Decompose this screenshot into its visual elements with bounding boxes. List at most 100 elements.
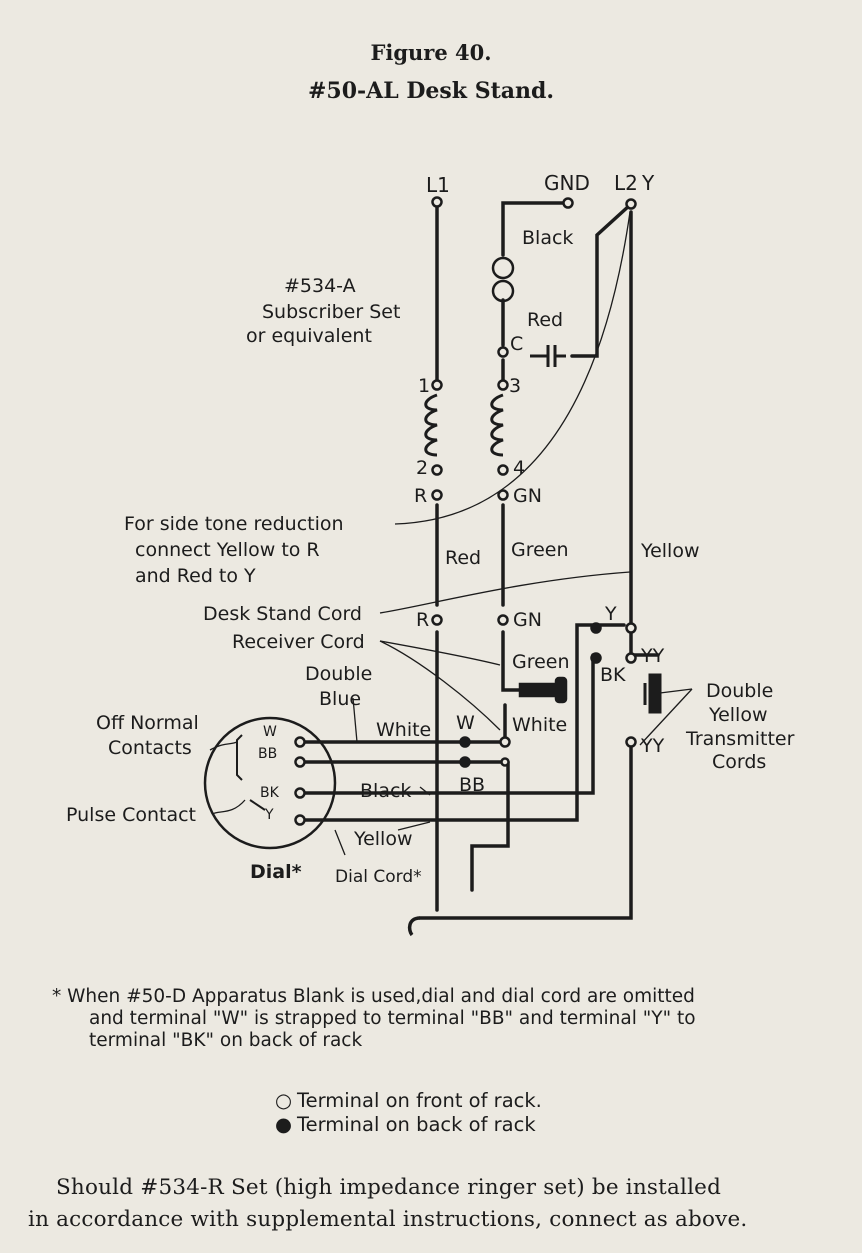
label-white-receiver: White xyxy=(512,714,567,736)
filled-circle-icon: ● xyxy=(275,1113,293,1136)
subscriber-set-line-1: #534-A xyxy=(284,275,356,297)
terminal-3 xyxy=(497,379,509,391)
thin-leaders xyxy=(209,211,693,856)
wiring-diagram: L1 GND L2 Y Black Red C #534-A Subscribe… xyxy=(66,171,795,937)
label-bb: BB xyxy=(459,774,485,796)
label-r-bottom: R xyxy=(416,609,429,631)
label-y: Y xyxy=(604,603,617,625)
subscriber-set-line-3: or equivalent xyxy=(246,325,372,347)
terminal-2 xyxy=(431,464,443,476)
label-yy-bottom: YY xyxy=(640,735,665,757)
receiver xyxy=(518,676,568,704)
label-gnd: GND xyxy=(544,171,590,195)
gnd-wire xyxy=(501,201,568,257)
bb-rack-wire xyxy=(470,760,510,892)
terminal-l2 xyxy=(625,198,637,210)
label-l2: L2 xyxy=(614,171,638,195)
dial-terminal-w xyxy=(294,736,306,748)
dial-label-bk: BK xyxy=(260,785,280,801)
transmitter-line-4: Cords xyxy=(712,751,766,773)
terminal-bk-rack xyxy=(590,652,602,664)
capacitor-wire xyxy=(570,203,632,358)
label-white: White xyxy=(376,719,431,741)
footer-line-1: Should #534-R Set (high impedance ringer… xyxy=(56,1175,722,1200)
off-normal-line-1: Off Normal xyxy=(96,712,199,734)
label-terminal-1: 1 xyxy=(418,375,430,397)
transmitter-line-3: Transmitter xyxy=(685,728,795,750)
label-l1: L1 xyxy=(426,173,450,197)
legend-back: ●Terminal on back of rack xyxy=(275,1113,536,1136)
terminal-c xyxy=(497,346,509,358)
terminals xyxy=(294,196,637,826)
terminal-gnd xyxy=(562,197,574,209)
transmitter-line-2: Yellow xyxy=(708,704,768,726)
induction-coil-left xyxy=(424,393,438,457)
label-red-top: Red xyxy=(527,309,563,331)
label-w: W xyxy=(456,712,475,734)
off-normal-line-2: Contacts xyxy=(108,737,192,759)
label-dial: Dial* xyxy=(250,861,302,883)
dial-label-bb: BB xyxy=(258,746,277,762)
label-terminal-4: 4 xyxy=(513,457,525,479)
terminal-gn-top xyxy=(497,489,509,501)
dial-terminal-bb xyxy=(294,756,306,768)
ringer-coils xyxy=(491,256,515,303)
terminal-gn-bottom xyxy=(497,614,509,626)
label-green: Green xyxy=(511,539,569,561)
legend-front-text: Terminal on front of rack. xyxy=(297,1089,542,1112)
dial-terminal-bk xyxy=(294,787,306,799)
terminal-bb-end xyxy=(500,757,510,767)
label-gn-bottom: GN xyxy=(513,609,542,631)
label-receiver-cord: Receiver Cord xyxy=(232,631,365,653)
side-tone-line-1: For side tone reduction xyxy=(124,513,344,535)
label-terminal-2: 2 xyxy=(416,457,428,479)
terminal-l1 xyxy=(431,196,443,208)
footnote-line-3: terminal "BK" on back of rack xyxy=(89,1030,363,1051)
label-green-receiver: Green xyxy=(512,651,570,673)
open-circle-icon: ○ xyxy=(275,1089,293,1112)
terminal-4 xyxy=(497,464,509,476)
dial-circle xyxy=(203,716,337,850)
label-terminal-3: 3 xyxy=(509,375,521,397)
label-c: C xyxy=(510,333,523,355)
figure-title: #50-AL Desk Stand. xyxy=(307,78,555,104)
yy-wire xyxy=(418,740,633,920)
legend-back-text: Terminal on back of rack xyxy=(297,1113,536,1136)
transmitter-line-1: Double xyxy=(706,680,773,702)
green-receiver-wire xyxy=(501,630,522,692)
induction-coil-right xyxy=(490,393,504,457)
label-black-dial: Black xyxy=(360,780,411,802)
footnote-line-2: and terminal "W" is strapped to terminal… xyxy=(89,1008,696,1029)
terminal-1 xyxy=(431,379,443,391)
transmitter xyxy=(643,673,662,714)
terminal-white xyxy=(499,736,511,748)
label-yy-top: YY xyxy=(640,645,665,667)
terminal-r-bottom xyxy=(431,614,443,626)
label-black: Black xyxy=(522,227,573,249)
dial-label-y: Y xyxy=(264,807,274,823)
label-yellow: Yellow xyxy=(640,540,700,562)
label-gn-top: GN xyxy=(513,485,542,507)
label-yellow-dial: Yellow xyxy=(353,828,413,850)
side-tone-line-2: connect Yellow to R xyxy=(135,539,320,561)
end-hook xyxy=(407,916,421,937)
bk-to-dial-wire xyxy=(303,653,595,795)
footer-line-2: in accordance with supplemental instruct… xyxy=(28,1207,748,1232)
label-l2-y: Y xyxy=(641,171,655,195)
dial-label-w: W xyxy=(263,724,277,740)
figure-number: Figure 40. xyxy=(370,40,492,65)
terminal-y xyxy=(625,622,637,634)
capacitor xyxy=(530,345,566,367)
subscriber-set-line-2: Subscriber Set xyxy=(262,301,400,323)
label-desk-stand-cord: Desk Stand Cord xyxy=(203,603,362,625)
label-r-top: R xyxy=(414,485,427,507)
dial-terminal-y xyxy=(294,814,306,826)
terminal-bb-rack xyxy=(459,756,471,768)
label-dial-cord: Dial Cord* xyxy=(335,867,422,887)
label-bk-transmitter: BK xyxy=(600,664,626,686)
label-double: Double xyxy=(305,663,372,685)
label-blue: Blue xyxy=(319,688,361,710)
legend-front: ○Terminal on front of rack. xyxy=(275,1089,542,1112)
terminal-r-top xyxy=(431,489,443,501)
label-red: Red xyxy=(445,547,481,569)
